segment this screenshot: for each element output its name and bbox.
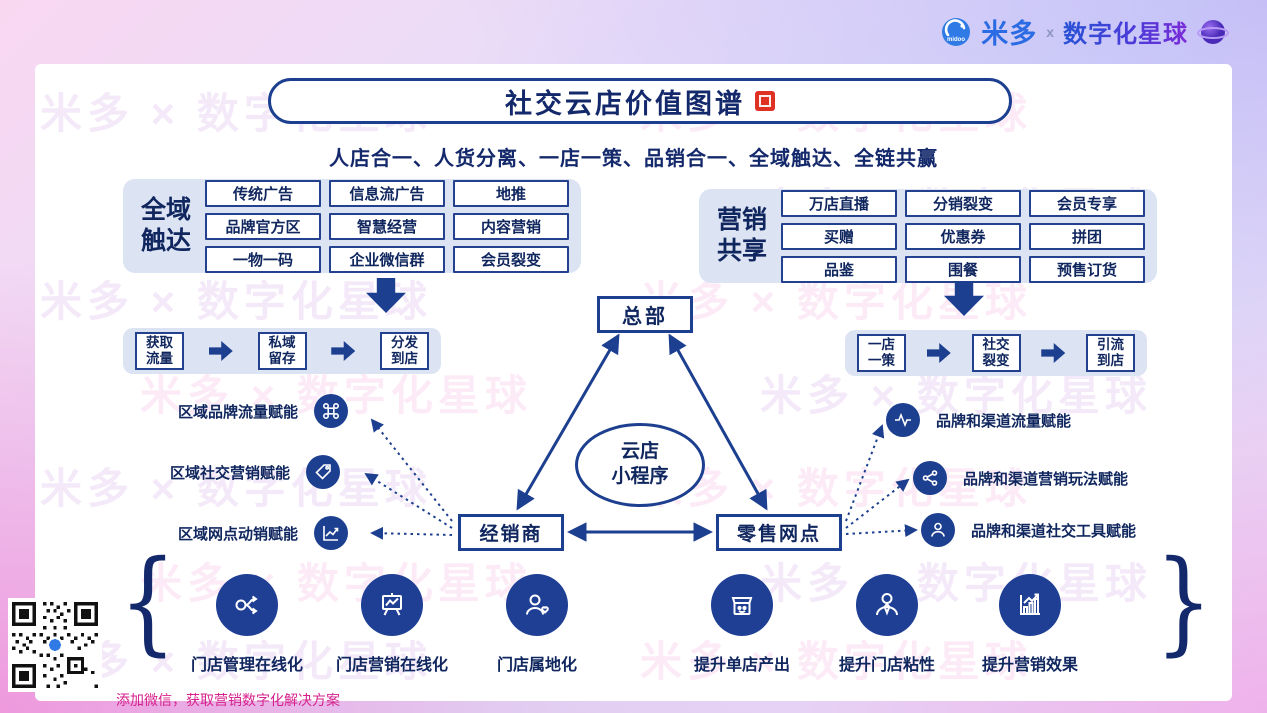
node-retail-outlet: 零售网点: [716, 514, 842, 551]
benefit-label: 门店属地化: [496, 657, 577, 674]
tactic-cell: 品牌官方区: [205, 212, 321, 240]
brand-name: 米多: [981, 19, 1038, 49]
tactic-cell: 分销裂变: [905, 189, 1021, 217]
enabler-label: 区域网点动销赋能: [178, 525, 299, 543]
midoo-wordmark: midoo: [947, 37, 965, 43]
enabler-label: 品牌和渠道社交工具赋能: [971, 522, 1137, 540]
storefront-icon: [711, 574, 773, 636]
tactic-cell: 优惠券: [905, 222, 1021, 250]
growth-chart-icon: [999, 574, 1061, 636]
tactic-cell: 围餐: [905, 255, 1021, 283]
flow-step: 引流 到店: [1086, 333, 1135, 373]
enabler-regional-social: 区域社交营销赋能: [170, 455, 341, 489]
brand-separator: x: [1046, 23, 1054, 40]
tactic-cell: 拼团: [1029, 222, 1145, 250]
tactic-cell: 会员裂变: [453, 245, 569, 273]
panel-omni-reach-grid: 传统广告 信息流广告 地推 品牌官方区 智慧经营 内容营销 一物一码 企业微信群…: [205, 179, 569, 273]
right-arrow-icon: [208, 341, 233, 361]
enabler-label: 品牌和渠道营销玩法赋能: [963, 470, 1129, 488]
flow-right: 一店 一策 社交 裂变 引流 到店: [845, 330, 1147, 376]
tag-icon: [306, 455, 341, 489]
share-network-icon: [913, 461, 947, 495]
qr-caption: 添加微信，获取营销数字化解决方案: [116, 692, 340, 708]
benefit-label: 提升营销效果: [981, 657, 1078, 674]
node-distributor: 经销商: [458, 514, 564, 551]
benefit-label: 门店管理在线化: [190, 657, 303, 674]
panel-marketing-share-grid: 万店直播 分销裂变 会员专享 买赠 优惠券 拼团 品鉴 围餐 预售订货: [781, 189, 1145, 283]
enabler-regional-sales: 区域网点动销赋能: [178, 516, 349, 550]
tactic-cell: 品鉴: [781, 255, 897, 283]
header-brand-bar: midoo 米多 x 数字化星球: [940, 12, 1229, 51]
right-arrow-icon: [331, 341, 356, 361]
panel-marketing-share: 营销 共享 万店直播 分销裂变 会员专享 买赠 优惠券 拼团 品鉴 围餐 预售订…: [699, 189, 1157, 283]
flow-step: 分发 到店: [380, 331, 429, 371]
enabler-label: 区域品牌流量赋能: [178, 403, 299, 421]
tactic-cell: 一物一码: [205, 245, 321, 273]
flow-step: 一店 一策: [857, 333, 906, 373]
benefit-store-stickiness: 提升门店粘性: [822, 574, 952, 675]
page-title: 社交云店价值图谱: [505, 88, 745, 119]
benefit-label: 提升门店粘性: [838, 657, 935, 674]
trend-chart-icon: [314, 516, 349, 550]
person-heart-icon: [506, 574, 568, 636]
tactic-cell: 内容营销: [453, 212, 569, 240]
benefit-store-management: 门店管理在线化: [182, 574, 312, 675]
flow-left: 获取 流量 私域 留存 分发 到店: [123, 328, 441, 374]
right-arrow-icon: [1041, 343, 1066, 363]
brace-right-icon: }: [1155, 535, 1213, 667]
command-icon: [314, 394, 349, 428]
benefit-label: 门店营销在线化: [335, 657, 448, 674]
benefit-store-localization: 门店属地化: [472, 574, 602, 675]
tactic-cell: 会员专享: [1029, 189, 1145, 217]
benefit-marketing-effect: 提升营销效果: [965, 574, 1095, 675]
enabler-brand-social-tools: 品牌和渠道社交工具赋能: [921, 513, 1136, 547]
title-box: 社交云店价值图谱: [268, 78, 1012, 124]
enabler-brand-traffic: 品牌和渠道流量赋能: [886, 403, 1071, 437]
panel-marketing-share-label: 营销 共享: [717, 205, 768, 265]
enabler-label: 区域社交营销赋能: [170, 464, 291, 482]
node-headquarters: 总部: [597, 296, 693, 333]
planet-icon: [1197, 19, 1229, 44]
benefit-store-marketing: 门店营销在线化: [327, 574, 457, 675]
flow-step: 私域 留存: [257, 331, 307, 371]
panel-omni-reach: 全域 触达 传统广告 信息流广告 地推 品牌官方区 智慧经营 内容营销 一物一码…: [123, 179, 581, 273]
pulse-icon: [886, 403, 920, 437]
branch-icon: [216, 574, 278, 636]
tactic-cell: 信息流广告: [329, 179, 445, 207]
tactic-cell: 预售订货: [1029, 255, 1145, 283]
benefit-store-output: 提升单店产出: [677, 574, 807, 675]
right-arrow-icon: [926, 343, 951, 363]
flow-step: 社交 裂变: [971, 333, 1021, 373]
qr-code: [8, 598, 102, 692]
tactic-cell: 万店直播: [781, 189, 897, 217]
tactic-cell: 智慧经营: [329, 212, 445, 240]
brace-left-icon: {: [119, 535, 177, 667]
tactic-cell: 买赠: [781, 222, 897, 250]
tactic-cell: 地推: [453, 179, 569, 207]
benefit-label: 提升单店产出: [693, 657, 790, 674]
enabler-label: 品牌和渠道流量赋能: [936, 412, 1072, 430]
enabler-regional-traffic: 区域品牌流量赋能: [178, 394, 349, 428]
panel-omni-reach-label: 全域 触达: [141, 195, 192, 255]
presentation-icon: [361, 574, 423, 636]
partner-name: 数字化星球: [1063, 14, 1188, 49]
qr-pattern: [12, 602, 98, 688]
flow-step: 获取 流量: [135, 331, 184, 371]
person-icon: [921, 513, 955, 547]
node-cloud-store-app: 云店 小程序: [575, 423, 705, 507]
tactic-cell: 企业微信群: [329, 245, 445, 273]
subtitle: 人店合一、人货分离、一店一策、品销合一、全域触达、全链共赢: [329, 148, 938, 170]
tactic-cell: 传统广告: [205, 179, 321, 207]
enabler-brand-marketing-play: 品牌和渠道营销玩法赋能: [913, 461, 1128, 495]
business-person-icon: [856, 574, 918, 636]
midoo-logo-icon: midoo: [942, 17, 971, 46]
seal-icon: [755, 91, 775, 111]
